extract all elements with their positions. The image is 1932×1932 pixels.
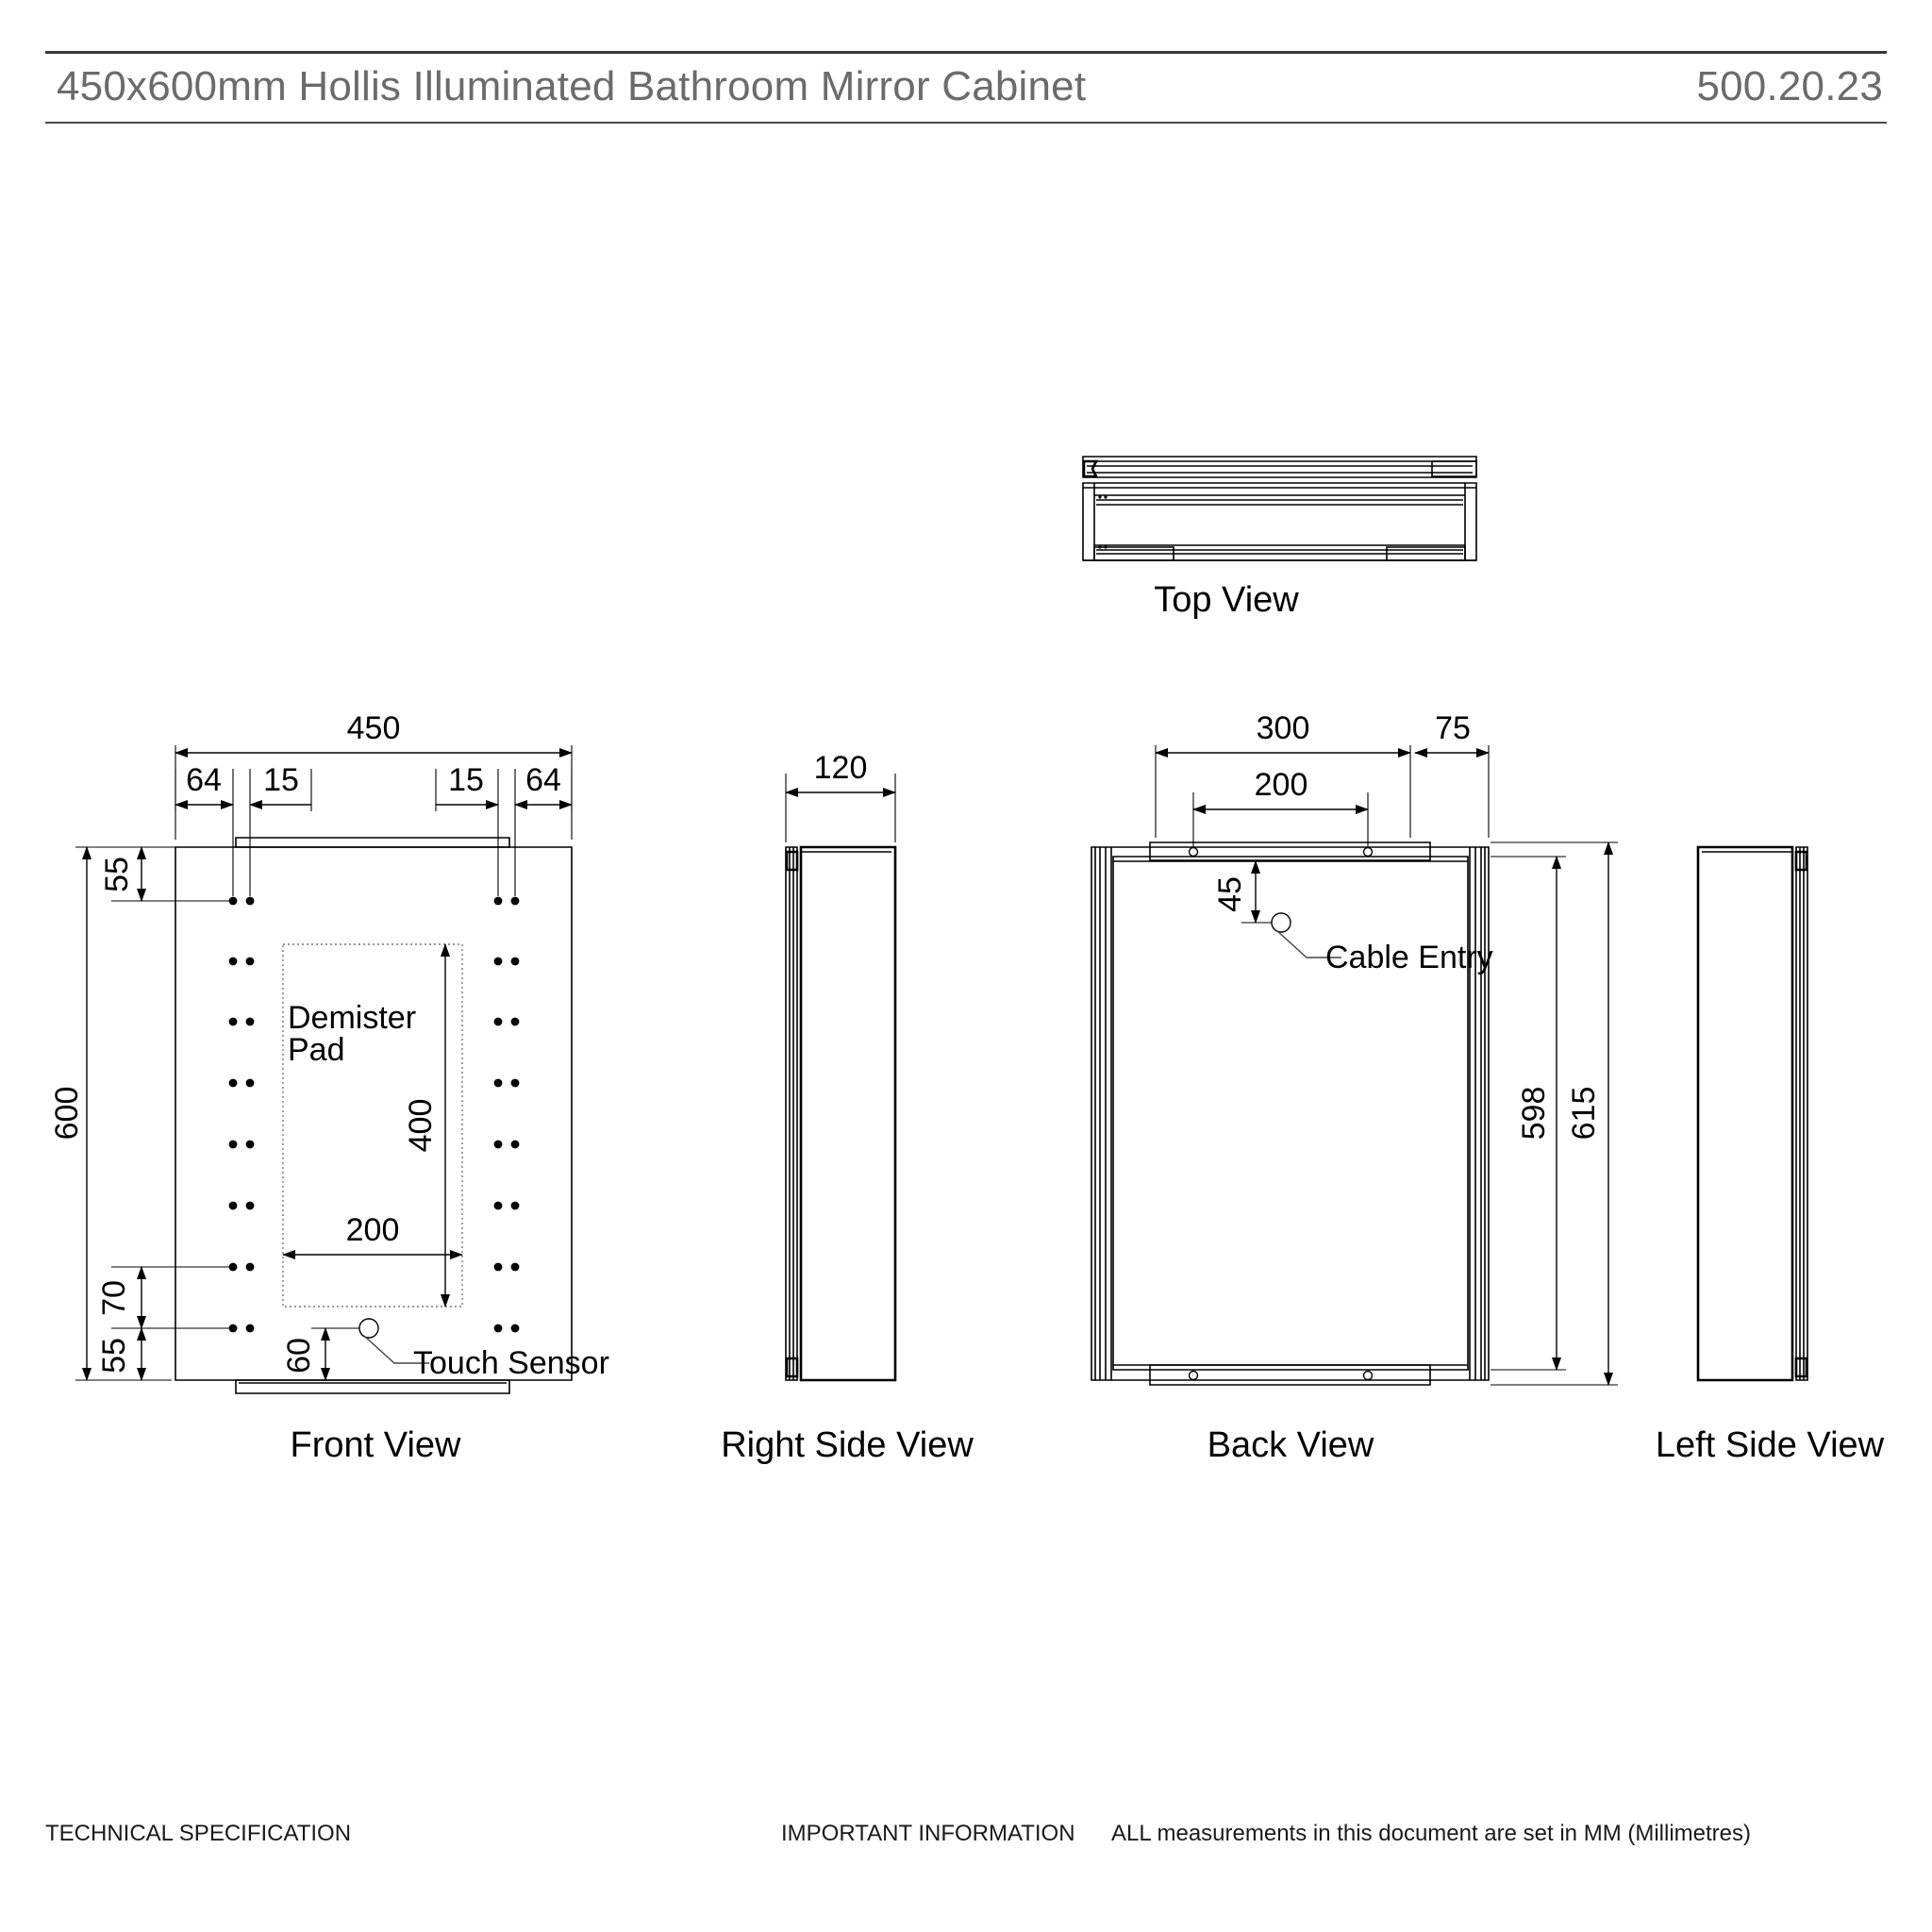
- dim-front-bottom-lower: 55: [96, 1338, 132, 1374]
- dim-side-depth: 120: [814, 750, 868, 786]
- mount-hole-bottom-right: [1362, 1370, 1374, 1381]
- back-view-label: Back View: [1208, 1425, 1374, 1465]
- front-view-label: Front View: [291, 1425, 461, 1465]
- dim-pad-height: 400: [403, 1099, 439, 1153]
- footer-technical-specification: TECHNICAL SPECIFICATION: [45, 1821, 352, 1846]
- dim-back-bracket-span: 300: [1257, 710, 1310, 746]
- front-view-dimensions: 450 64 15 15 64 600 55 70: [49, 710, 573, 1381]
- cable-entry-hole: [1271, 912, 1291, 933]
- dim-front-gap-right: 15: [448, 762, 484, 798]
- top-view-geometry: [1082, 456, 1477, 561]
- footer-important-information: IMPORTANT INFORMATION: [781, 1821, 1075, 1846]
- dim-front-gap-left: 15: [263, 762, 299, 798]
- dim-front-edge-right: 64: [525, 762, 561, 798]
- dim-back-cable-offset: 45: [1212, 876, 1248, 912]
- dim-front-bottom-upper: 70: [96, 1280, 132, 1316]
- header-rule-top: [45, 51, 1887, 54]
- dim-back-edge-offset: 75: [1435, 710, 1471, 746]
- dim-sensor-height: 60: [281, 1338, 317, 1374]
- left-side-view-geometry: [1696, 845, 1808, 1382]
- touch-sensor-hole: [358, 1318, 379, 1339]
- led-dots-right: [493, 896, 520, 1333]
- cable-entry-leader: [1275, 929, 1341, 958]
- dim-back-hole-span: 200: [1255, 767, 1308, 803]
- document-header: 450x600mm Hollis Illuminated Bathroom Mi…: [45, 51, 1887, 124]
- footer-measurement-note: ALL measurements in this document are se…: [1111, 1821, 1751, 1846]
- left-side-view-label: Left Side View: [1656, 1425, 1885, 1465]
- touch-sensor-leader: [363, 1335, 429, 1364]
- cable-entry-label: Cable Entry: [1325, 940, 1493, 975]
- dim-front-width: 450: [347, 710, 401, 746]
- top-view-label: Top View: [1154, 580, 1299, 620]
- dim-front-top-offset: 55: [99, 857, 135, 892]
- document-footer: TECHNICAL SPECIFICATION IMPORTANT INFORM…: [45, 1821, 1887, 1847]
- product-code: 500.20.23: [1696, 63, 1883, 109]
- right-side-view-label: Right Side View: [721, 1425, 974, 1465]
- mount-hole-bottom-left: [1188, 1370, 1199, 1381]
- back-view-geometry: [1091, 841, 1490, 1386]
- demister-pad-label-line1: Demister: [288, 1000, 416, 1036]
- led-dots-left: [228, 896, 255, 1333]
- back-view-dimensions: 300 75 200 45 598 615: [1155, 710, 1618, 1386]
- dim-back-outer-height: 615: [1566, 1087, 1602, 1141]
- right-side-view-dimensions: 120: [785, 750, 896, 842]
- demister-pad-label-line2: Pad: [288, 1032, 345, 1068]
- front-view-geometry: [175, 837, 573, 1394]
- dim-front-edge-left: 64: [186, 762, 222, 798]
- header-rule-bottom: [45, 122, 1887, 124]
- demister-pad-outline: [282, 943, 463, 1307]
- mount-hole-top-right: [1362, 846, 1374, 858]
- dim-front-height: 600: [49, 1087, 85, 1141]
- right-side-view-geometry: [785, 845, 897, 1382]
- dim-pad-width: 200: [346, 1212, 400, 1248]
- dim-back-inner-height: 598: [1516, 1087, 1552, 1141]
- page-title: 450x600mm Hollis Illuminated Bathroom Mi…: [57, 63, 1087, 109]
- mount-hole-top-left: [1188, 846, 1199, 858]
- touch-sensor-label: Touch Sensor: [413, 1345, 609, 1381]
